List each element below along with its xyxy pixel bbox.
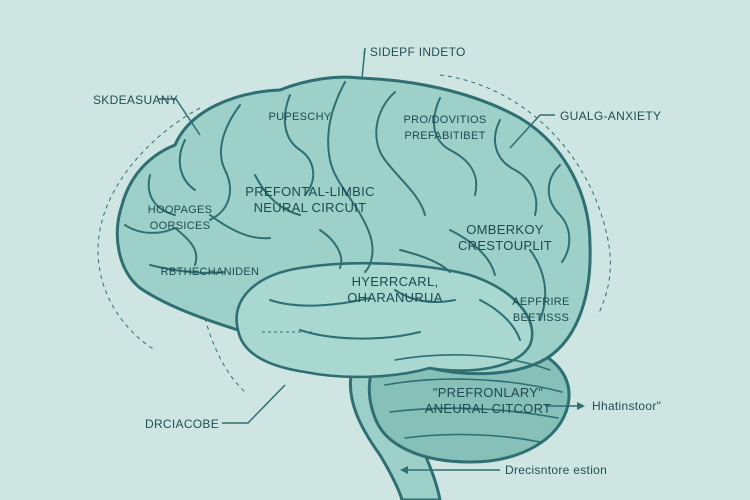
label-occipital-line1: OMBERKOY xyxy=(466,222,544,237)
dashed-arc-left xyxy=(97,107,201,351)
label-top-left: SKDEASUANY xyxy=(93,93,179,107)
label-frontal-left-line2: OORSICES xyxy=(149,220,211,232)
label-temporal-line2: OHARANURUA xyxy=(347,290,443,305)
label-prefrontal-limbic: PREFONTAL-LIMBIC NEURAL CIRCUIT xyxy=(235,184,385,216)
cerebellum-folds xyxy=(384,354,563,443)
label-cerebellum-line2: ANEURAL CITCORT xyxy=(424,401,552,416)
arrowheads xyxy=(400,402,585,474)
temporal-lobe xyxy=(235,262,534,379)
label-occipital: OMBERKOY CRESTOUPLIT xyxy=(445,222,565,254)
label-parietal-top-line2: PREFABITIBET xyxy=(404,130,486,142)
label-cerebellum: "PREFRONLARY" ANEURAL CITCORT xyxy=(418,385,558,417)
label-occipital-lower: AEPFRIRE BEETISSS xyxy=(505,294,577,326)
label-temporal-line1: HYERRCARL, xyxy=(351,274,439,289)
leader-lines xyxy=(158,47,580,471)
label-occipital-line2: CRESTOUPLIT xyxy=(457,238,553,253)
label-bottom-left: DRCIACOBE xyxy=(145,417,220,431)
label-frontal-top: PUPESCHY xyxy=(268,111,332,123)
dashed-arc-inner xyxy=(204,317,246,393)
label-cerebellum-line1: "PREFRONLARY" xyxy=(432,385,544,400)
label-bottom: Drecisntore estion xyxy=(505,463,608,477)
label-frontal-lower: RBTHECHANIDEN xyxy=(160,266,260,278)
label-prefrontal-limbic-line1: PREFONTAL-LIMBIC xyxy=(245,184,375,199)
dashed-arc-top xyxy=(439,74,611,316)
label-occipital-lower-line2: BEETISSS xyxy=(512,312,570,324)
label-frontal-left: HOOPAGES OORSICES xyxy=(140,202,220,234)
label-occipital-lower-line1: AEPFRIRE xyxy=(512,296,570,308)
label-parietal-top: PRO/DOVITIOS PREFABITIBET xyxy=(390,112,500,144)
label-frontal-left-line1: HOOPAGES xyxy=(147,204,213,216)
label-prefrontal-limbic-line2: NEURAL CIRCUIT xyxy=(253,200,367,215)
label-parietal-top-line1: PRO/DOVITIOS xyxy=(403,114,487,126)
label-top-right: GUALG-ANXIETY xyxy=(560,109,662,123)
label-bottom-right: Hhatinstoor" xyxy=(592,399,662,413)
gyri-lines xyxy=(124,81,571,341)
label-temporal: HYERRCARL, OHARANURUA xyxy=(335,274,455,306)
label-top: · SIDEPF INDETO xyxy=(362,45,466,59)
